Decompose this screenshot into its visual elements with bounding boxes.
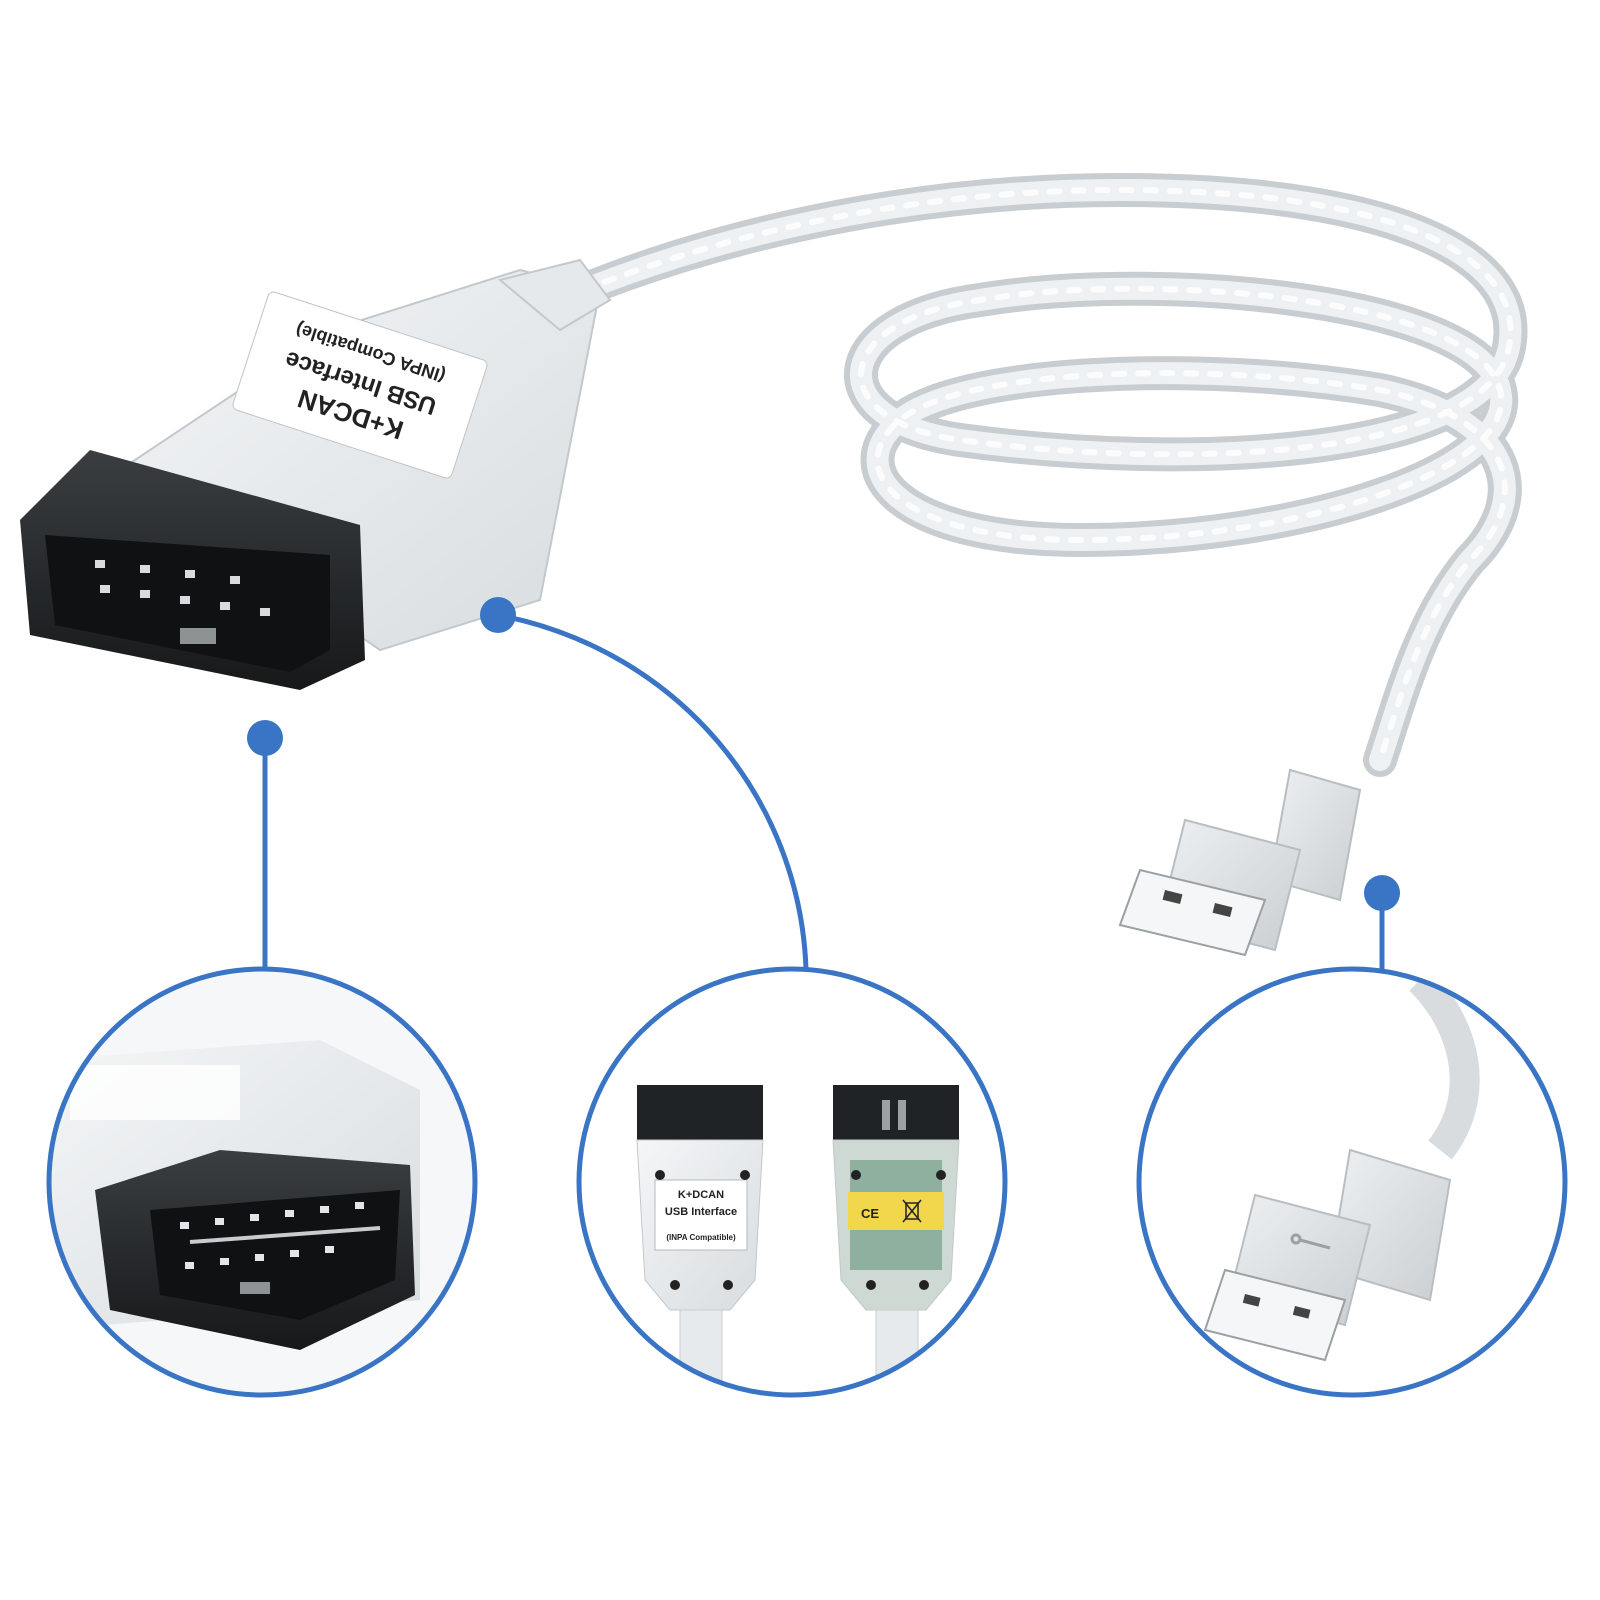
callout-dot-obd <box>247 720 283 756</box>
obd-pins <box>95 560 270 644</box>
front-label-line-2: USB Interface <box>665 1206 737 1218</box>
callout-dot-body <box>480 597 516 633</box>
front-view: K+DCAN USB Interface (INPA Compatible) <box>636 1085 764 1395</box>
rear-view: CE <box>832 1085 960 1395</box>
usb-trident-icon <box>1290 1233 1331 1250</box>
front-label-line-3: (INPA Compatible) <box>666 1233 736 1242</box>
detail-circle-obd <box>46 966 478 1398</box>
detail-circle-housing: K+DCAN USB Interface (INPA Compatible) C… <box>576 966 1008 1398</box>
weee-bin-icon <box>902 1199 922 1223</box>
ce-mark: CE <box>861 1206 879 1221</box>
front-label-line-1: K+DCAN <box>678 1189 724 1201</box>
product-label: K+DCAN USB Interface (INPA Compatible) <box>232 291 488 479</box>
usb-a-plug <box>1118 768 1362 957</box>
callout-dots <box>247 597 1400 911</box>
callout-dot-usb <box>1364 875 1400 911</box>
obd2-connector: K+DCAN USB Interface (INPA Compatible) <box>20 258 612 690</box>
detail-circle-usb <box>1136 966 1568 1398</box>
coiled-usb-cable <box>543 172 1528 777</box>
